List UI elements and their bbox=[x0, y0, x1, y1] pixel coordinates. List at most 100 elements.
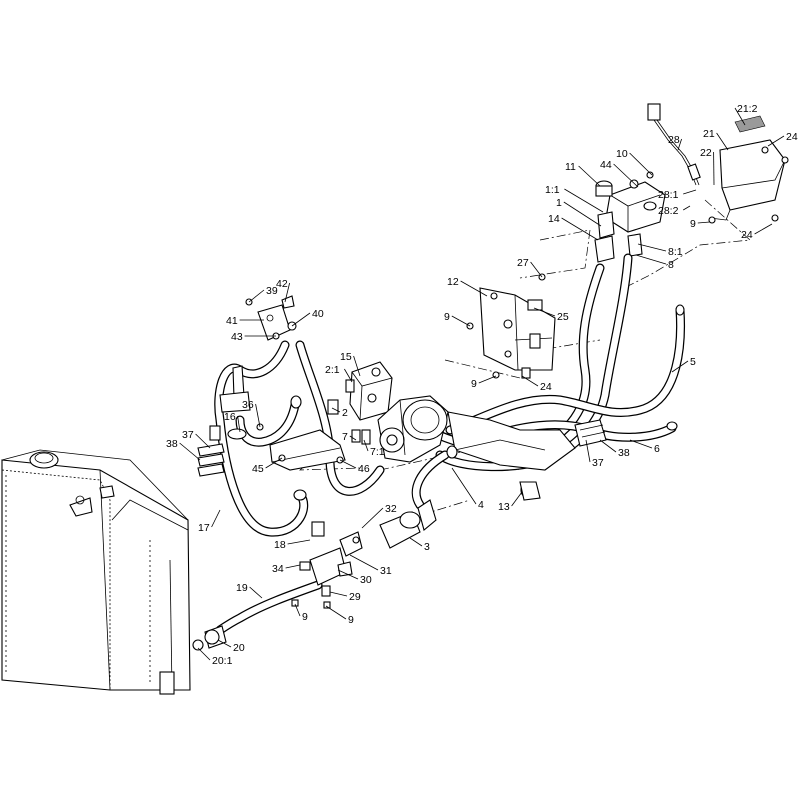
leader-line bbox=[533, 307, 556, 317]
callout-c-21-2: 21:2 bbox=[734, 103, 758, 126]
callout-label: 31 bbox=[380, 565, 392, 577]
left-clamp-bracket bbox=[197, 295, 307, 501]
callout-label: 19 bbox=[236, 582, 248, 594]
callout-c-28: 28 bbox=[668, 134, 682, 151]
callout-label: 17 bbox=[198, 522, 210, 534]
callout-label: 7 bbox=[342, 431, 348, 443]
leader-line bbox=[179, 442, 201, 461]
callout-label: 2:1 bbox=[325, 364, 340, 376]
callout-c-13: 13 bbox=[498, 491, 523, 513]
leader-line bbox=[451, 467, 477, 505]
leader-line bbox=[265, 457, 283, 469]
callout-label: 3 bbox=[424, 541, 430, 553]
hose-fittings bbox=[379, 304, 685, 549]
callout-label: 15 bbox=[340, 351, 352, 363]
leader-line bbox=[511, 491, 523, 507]
leader-line bbox=[716, 132, 729, 151]
sensor-harness bbox=[647, 103, 701, 186]
leader-line bbox=[287, 539, 311, 545]
callout-label: 7:1 bbox=[370, 446, 385, 458]
callout-label: 37 bbox=[592, 457, 604, 469]
callout-label: 29 bbox=[349, 591, 361, 603]
callout-label: 34 bbox=[272, 563, 284, 575]
callout-c-5: 5 bbox=[671, 356, 696, 373]
leader-line bbox=[294, 603, 301, 617]
callout-label: 14 bbox=[548, 213, 560, 225]
callout-label: 39 bbox=[266, 285, 278, 297]
leader-line bbox=[248, 289, 265, 303]
callout-label: 5 bbox=[690, 356, 696, 368]
callout-c-18: 18 bbox=[274, 539, 311, 551]
valve-mounting-plate bbox=[466, 273, 556, 379]
leader-line bbox=[697, 221, 711, 224]
leader-line bbox=[361, 507, 384, 529]
leader-line bbox=[460, 280, 488, 297]
leader-line bbox=[291, 312, 311, 327]
callout-label: 24 bbox=[786, 131, 798, 143]
callout-label: 1:1 bbox=[545, 184, 560, 196]
callout-c-27: 27 bbox=[517, 257, 543, 278]
callout-c-15: 15 bbox=[340, 351, 361, 377]
callout-label: 25 bbox=[557, 311, 569, 323]
callout-c-38b: 38 bbox=[599, 439, 630, 459]
callout-c-16: 16 bbox=[224, 411, 241, 433]
callout-label: 11 bbox=[565, 161, 576, 173]
callout-c-3: 3 bbox=[409, 537, 430, 553]
callout-label: 28:2 bbox=[658, 205, 679, 217]
callout-c-14: 14 bbox=[548, 213, 599, 241]
leader-line bbox=[578, 165, 601, 187]
callout-c-12: 12 bbox=[447, 276, 488, 297]
leader-line bbox=[337, 569, 359, 580]
leader-line bbox=[637, 243, 667, 252]
callout-c-32: 32 bbox=[361, 503, 397, 529]
leader-line bbox=[211, 509, 221, 528]
callout-label: 45 bbox=[252, 463, 264, 475]
callout-c-43: 43 bbox=[231, 331, 276, 343]
control-valve bbox=[327, 361, 393, 445]
hydraulic-hoses bbox=[214, 253, 686, 635]
callout-c-9d: 9 bbox=[294, 603, 308, 623]
callout-c-37a: 37 bbox=[182, 429, 211, 449]
leader-line bbox=[217, 639, 232, 648]
leader-line bbox=[683, 189, 697, 195]
callout-label: 20 bbox=[233, 642, 245, 654]
callout-label: 21:2 bbox=[737, 103, 758, 115]
callout-c-24c: 24 bbox=[521, 375, 552, 393]
leader-line bbox=[339, 459, 357, 469]
leader-line bbox=[599, 439, 617, 453]
callout-label: 1 bbox=[556, 197, 562, 209]
callout-c-30: 30 bbox=[337, 569, 372, 586]
callout-c-19: 19 bbox=[236, 582, 263, 599]
mounting-bracket bbox=[708, 115, 789, 224]
callout-label: 9 bbox=[471, 378, 477, 390]
callout-c-24b: 24 bbox=[741, 223, 773, 241]
leader-line bbox=[197, 647, 211, 661]
callout-label: 13 bbox=[498, 501, 510, 513]
leader-line bbox=[409, 537, 423, 547]
callout-label: 10 bbox=[616, 148, 628, 160]
callout-label: 8:1 bbox=[668, 246, 683, 258]
pump-frame bbox=[447, 411, 576, 471]
leader-line bbox=[237, 415, 241, 433]
right-hose-clamp bbox=[574, 419, 607, 447]
callout-c-8-1: 8:1 bbox=[637, 243, 683, 258]
callout-label: 2 bbox=[342, 407, 348, 419]
leader-line bbox=[682, 205, 691, 211]
callout-label: 6 bbox=[654, 443, 660, 455]
callout-c-28-2: 28:2 bbox=[658, 205, 691, 217]
callout-c-41: 41 bbox=[226, 315, 264, 327]
leader-line bbox=[677, 138, 682, 151]
leader-line bbox=[767, 135, 785, 147]
leader-line bbox=[329, 591, 348, 597]
callout-label: 9 bbox=[302, 611, 308, 623]
callout-label: 30 bbox=[360, 574, 372, 586]
callout-label: 38 bbox=[166, 438, 178, 450]
hose-support-bracket bbox=[269, 429, 346, 471]
callout-c-34: 34 bbox=[272, 563, 301, 575]
callout-c-40: 40 bbox=[291, 308, 324, 327]
leader-line bbox=[635, 254, 667, 265]
leader-line bbox=[561, 217, 599, 241]
leader-line bbox=[363, 439, 369, 452]
callout-label: 40 bbox=[312, 308, 324, 320]
